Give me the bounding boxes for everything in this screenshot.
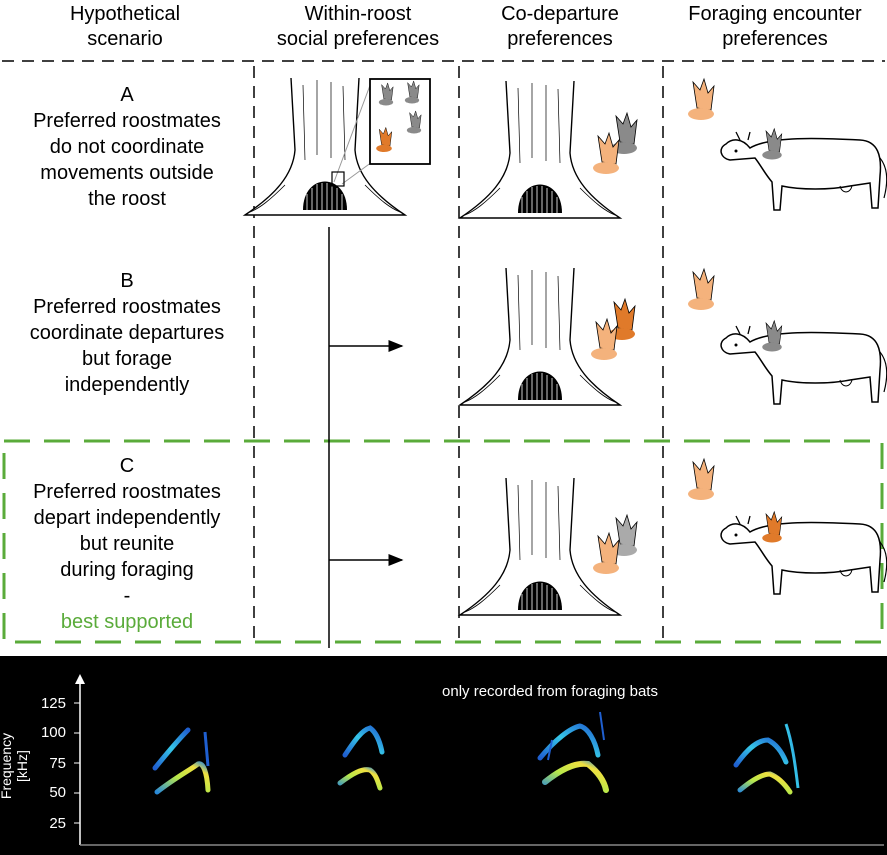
tree-icon	[459, 477, 621, 616]
scenario-b-line1: Preferred roostmates	[33, 296, 221, 318]
tick-label: 25	[49, 815, 66, 832]
best-supported-label: best supported	[60, 611, 194, 633]
cow-icon	[720, 131, 887, 211]
header-codeparture-line1: Co-departure	[501, 3, 619, 25]
tick-label: 50	[49, 784, 66, 801]
bat-icon	[590, 318, 618, 361]
bat-icon	[592, 532, 620, 575]
tick-label: 75	[49, 755, 66, 772]
scenario-c-line5: -	[123, 585, 131, 607]
scenario-c-line1: Preferred roostmates	[33, 481, 221, 503]
header-foraging-line1: Foraging encounter	[688, 3, 862, 25]
scenario-c: C Preferred roostmates depart independen…	[0, 453, 254, 635]
diagram-canvas	[2, 60, 887, 648]
zoom-lines	[333, 79, 373, 185]
tree-icon	[459, 80, 621, 219]
spectrogram-title: only recorded from foraging bats	[442, 683, 658, 700]
scenario-c-line4: during foraging	[60, 559, 194, 581]
best-supported-box	[2, 439, 884, 644]
scenario-a: A Preferred roostmates do not coordinate…	[0, 82, 254, 212]
scenario-a-line4: the roost	[88, 188, 166, 210]
scenario-a-line1: Preferred roostmates	[33, 110, 221, 132]
cow-icon	[720, 515, 887, 595]
header-within-line1: Within-roost	[304, 3, 412, 25]
scenario-b-line3: but forage	[81, 348, 173, 370]
bat-icon	[592, 132, 620, 175]
header-within-line2: social preferences	[276, 28, 440, 50]
scenario-c-line3: but reunite	[79, 533, 175, 555]
header-scenario-line1: Hypothetical	[69, 3, 181, 25]
cow-icon	[720, 325, 887, 405]
header-codeparture: Co-departure preferences	[460, 2, 660, 52]
header-codeparture-line2: preferences	[507, 28, 613, 50]
scenario-a-letter: A	[120, 84, 134, 106]
scenario-b: B Preferred roostmates coordinate depart…	[0, 268, 254, 398]
bat-icon	[687, 268, 715, 311]
header-foraging-line2: preferences	[722, 28, 828, 50]
bat-icon	[687, 458, 715, 501]
scenario-b-line2: coordinate departures	[29, 322, 225, 344]
roost-inset-box	[369, 78, 431, 165]
scenario-b-line4: independently	[64, 374, 190, 396]
bat-icon	[687, 78, 715, 121]
scenario-c-line2: depart independently	[33, 507, 221, 529]
header-within-roost: Within-roost social preferences	[258, 2, 458, 52]
tick-label: 125	[40, 695, 66, 712]
header-scenario: Hypothetical scenario	[30, 2, 220, 52]
header-foraging: Foraging encounter preferences	[664, 2, 886, 52]
scenario-c-letter: C	[119, 455, 135, 477]
scenario-a-line2: do not coordinate	[49, 136, 205, 158]
zoom-source-box	[331, 171, 345, 187]
header-scenario-line2: scenario	[87, 28, 163, 50]
tree-icon	[459, 267, 621, 406]
scenario-b-letter: B	[120, 270, 134, 292]
scenario-a-line3: movements outside	[40, 162, 214, 184]
tick-label: 100	[40, 724, 66, 741]
